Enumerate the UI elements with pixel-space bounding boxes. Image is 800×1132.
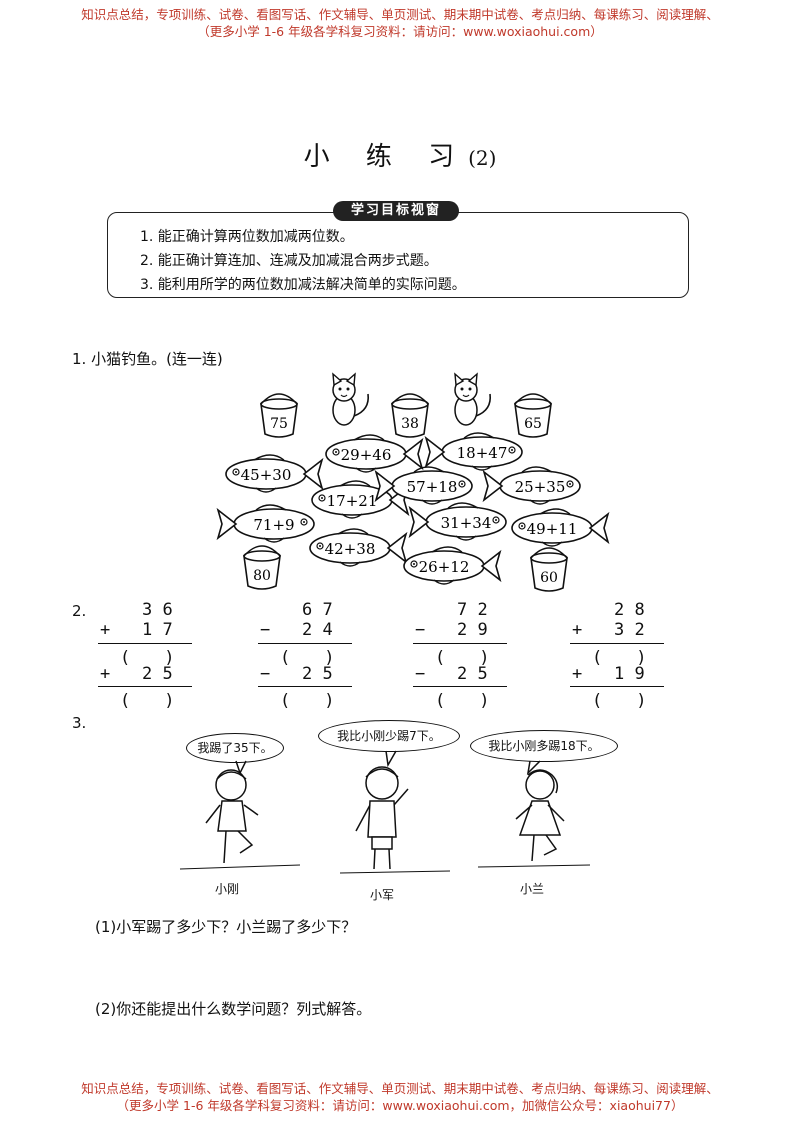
svg-text:60: 60 xyxy=(540,570,558,586)
title-main: 小 练 习 xyxy=(303,142,469,172)
svg-text:18+47: 18+47 xyxy=(457,444,508,462)
svg-text:71+9: 71+9 xyxy=(253,516,294,534)
fish-18+47: 18+47 xyxy=(425,432,523,471)
fish-49+11: 49+11 xyxy=(511,508,609,547)
cat-right xyxy=(454,373,492,426)
calc-top: 3 6 xyxy=(142,600,173,620)
calc-n1: 1 7 xyxy=(142,620,173,640)
calc-n1: 3 2 xyxy=(614,620,645,640)
calc-n1: 2 4 xyxy=(302,620,333,640)
svg-text:38: 38 xyxy=(401,416,419,432)
calc-n2: 2 5 xyxy=(457,664,488,684)
svg-text:31+34: 31+34 xyxy=(441,514,492,532)
svg-text:65: 65 xyxy=(524,416,542,432)
fish-25+35: 25+35 xyxy=(483,466,581,505)
calc-op2: − xyxy=(260,664,271,684)
calc-top: 7 2 xyxy=(457,600,488,620)
svg-text:29+46: 29+46 xyxy=(341,446,392,464)
calc-op2: − xyxy=(415,664,426,684)
kids-illustration xyxy=(179,750,591,874)
fish-17+21: 17+21 xyxy=(311,480,409,519)
goal-item-1: 1. 能正确计算两位数加减两位数。 xyxy=(140,229,354,245)
calc-top: 2 8 xyxy=(614,600,645,620)
calc-op1: + xyxy=(572,620,583,640)
bottom-banner: 知识点总结，专项训练、试卷、看图写话、作文辅导、单页测试、期末期中试卷、考点归纳… xyxy=(0,1080,800,1114)
top-banner-line2: （更多小学 1-6 年级各学科复习资料：请访问：www.woxiaohui.co… xyxy=(197,24,603,39)
svg-text:57+18: 57+18 xyxy=(407,478,458,496)
calc-op2: + xyxy=(572,664,583,684)
speech-bubble-xiaogang: 我踢了35下。 xyxy=(186,733,284,763)
calc-top: 6 7 xyxy=(302,600,333,620)
goal-item-2: 2. 能正确计算连加、连减及加减混合两步式题。 xyxy=(140,253,438,269)
name-xiaolan: 小兰 xyxy=(520,882,545,896)
calc-line xyxy=(413,686,507,687)
goal-item-3: 3. 能利用所学的两位数加减法解决简单的实际问题。 xyxy=(140,277,466,293)
q3-label: 3. xyxy=(72,714,87,732)
calc-blank2[interactable]: ( ) xyxy=(592,691,647,711)
q3-subquestion-2: (2)你还能提出什么数学问题？列式解答。 xyxy=(95,1000,372,1018)
svg-text:42+38: 42+38 xyxy=(325,540,376,558)
calc-line xyxy=(258,643,352,644)
bottom-banner-line2: （更多小学 1-6 年级各学科复习资料：请访问：www.woxiaohui.co… xyxy=(116,1098,684,1113)
calc-op1: + xyxy=(100,620,111,640)
name-xiaogang: 小刚 xyxy=(215,882,240,896)
svg-text:49+11: 49+11 xyxy=(527,520,578,538)
fish-71+9: 71+9 xyxy=(217,504,315,543)
title-number: (2) xyxy=(468,146,497,170)
svg-text:25+35: 25+35 xyxy=(515,478,566,496)
calc-blank2[interactable]: ( ) xyxy=(435,691,490,711)
cat-left xyxy=(332,373,370,426)
bucket-75: 75 xyxy=(260,393,298,438)
calc-op1: − xyxy=(260,620,271,640)
svg-text:26+12: 26+12 xyxy=(419,558,470,576)
fish-57+18: 57+18 xyxy=(375,466,473,505)
bottom-banner-line1: 知识点总结，专项训练、试卷、看图写话、作文辅导、单页测试、期末期中试卷、考点归纳… xyxy=(81,1081,719,1096)
calc-n1: 2 9 xyxy=(457,620,488,640)
bucket-65: 65 xyxy=(514,393,552,438)
fish-29+46: 29+46 xyxy=(325,434,423,473)
goals-tab: 学习目标视窗 xyxy=(333,201,459,221)
calc-n2: 2 5 xyxy=(142,664,173,684)
top-banner: 知识点总结，专项训练、试卷、看图写话、作文辅导、单页测试、期末期中试卷、考点归纳… xyxy=(0,6,800,40)
svg-text:80: 80 xyxy=(253,568,271,584)
q2-label: 2. xyxy=(72,602,87,620)
calc-line xyxy=(570,643,664,644)
calc-blank1[interactable]: ( ) xyxy=(120,648,175,668)
fish-42+38: 42+38 xyxy=(309,528,407,567)
top-banner-line1: 知识点总结，专项训练、试卷、看图写话、作文辅导、单页测试、期末期中试卷、考点归纳… xyxy=(81,7,719,22)
calc-line xyxy=(413,643,507,644)
calc-blank2[interactable]: ( ) xyxy=(120,691,175,711)
bucket-60: 60 xyxy=(530,547,568,592)
calc-blank1[interactable]: ( ) xyxy=(592,648,647,668)
fishing-illustration: 75 38 65 80 60 29+46 18+47 45+30 17+21 5… xyxy=(217,373,609,592)
svg-text:45+30: 45+30 xyxy=(241,466,292,484)
speech-bubble-xiaojun: 我比小刚少踢7下。 xyxy=(318,720,460,752)
calc-blank1[interactable]: ( ) xyxy=(280,648,335,668)
calc-line xyxy=(570,686,664,687)
calc-line xyxy=(258,686,352,687)
calc-op1: − xyxy=(415,620,426,640)
calc-line xyxy=(98,686,192,687)
fish-31+34: 31+34 xyxy=(409,502,507,541)
bucket-80: 80 xyxy=(243,545,281,590)
calc-n2: 2 5 xyxy=(302,664,333,684)
fish-45+30: 45+30 xyxy=(225,454,323,493)
calc-n2: 1 9 xyxy=(614,664,645,684)
svg-text:75: 75 xyxy=(270,416,288,432)
bucket-38: 38 xyxy=(391,393,429,438)
calc-blank2[interactable]: ( ) xyxy=(280,691,335,711)
calc-op2: + xyxy=(100,664,111,684)
page-title: 小 练 习(2) xyxy=(0,136,800,173)
q1-label: 1. 小猫钓鱼。(连一连) xyxy=(72,350,223,368)
q3-subquestion-1: (1)小军踢了多少下？小兰踢了多少下？ xyxy=(95,918,357,936)
fish-26+12: 26+12 xyxy=(403,546,501,585)
calc-line xyxy=(98,643,192,644)
name-xiaojun: 小军 xyxy=(370,888,395,902)
calc-blank1[interactable]: ( ) xyxy=(435,648,490,668)
svg-text:17+21: 17+21 xyxy=(327,492,378,510)
speech-bubble-xiaolan: 我比小刚多踢18下。 xyxy=(470,730,618,762)
